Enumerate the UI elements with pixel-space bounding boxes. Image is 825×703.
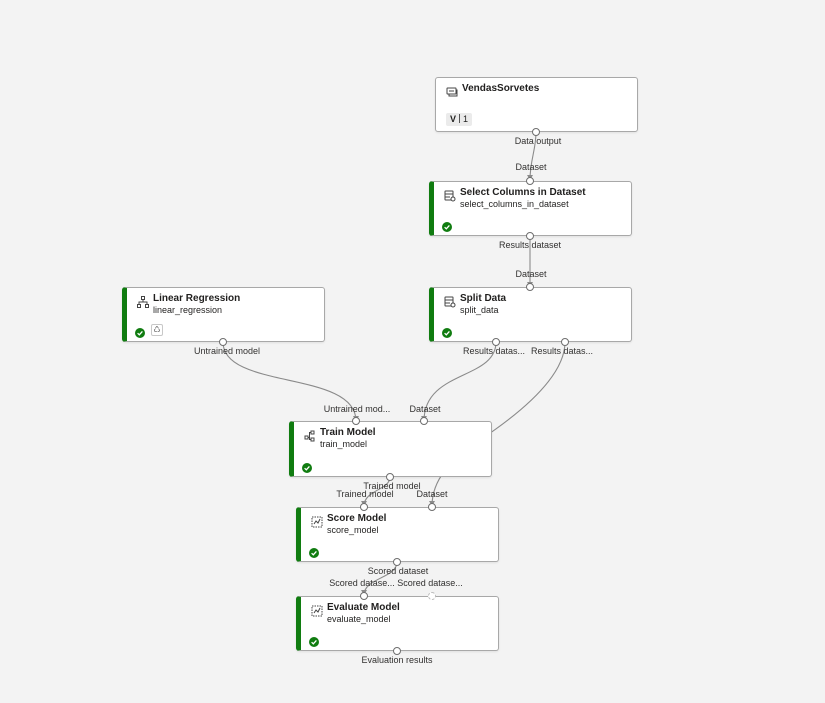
port-split-data-in[interactable] — [526, 283, 534, 291]
port-score-model-in-1[interactable] — [360, 503, 368, 511]
node-title: Select Columns in Dataset — [460, 187, 586, 198]
module-icon — [444, 295, 456, 308]
port-select-columns-out[interactable] — [526, 232, 534, 240]
port-label: Results datas... — [462, 346, 526, 356]
node-subtitle: linear_regression — [153, 305, 223, 315]
check-circle-icon — [135, 325, 145, 338]
port-label: Untrained mod... — [323, 404, 391, 414]
port-train-model-in-1[interactable] — [352, 417, 360, 425]
reuse-icon: ♺ — [151, 324, 163, 336]
node-title: Split Data — [460, 293, 507, 304]
check-circle-icon — [309, 545, 319, 558]
check-circle-icon — [442, 219, 452, 232]
port-label: Dataset — [515, 162, 547, 172]
port-evaluate-model-in-1[interactable] — [360, 592, 368, 600]
port-label: Results dataset — [498, 240, 562, 250]
node-subtitle: select_columns_in_dataset — [460, 199, 569, 209]
module-node-evaluate-model[interactable]: Evaluate Model evaluate_model — [296, 596, 499, 651]
port-label: Evaluation results — [361, 655, 433, 665]
node-subtitle: evaluate_model — [327, 614, 391, 624]
check-circle-icon — [442, 325, 452, 338]
node-subtitle: split_data — [460, 305, 499, 315]
score-icon — [311, 604, 323, 617]
port-select-columns-in[interactable] — [526, 177, 534, 185]
port-label: Dataset — [416, 489, 448, 499]
module-icon — [444, 189, 456, 202]
port-evaluate-model-out[interactable] — [393, 647, 401, 655]
port-linear-regression-out[interactable] — [219, 338, 227, 346]
port-score-model-in-2[interactable] — [428, 503, 436, 511]
node-subtitle: train_model — [320, 439, 368, 449]
port-label: Dataset — [409, 404, 441, 414]
node-title: Linear Regression — [153, 293, 241, 304]
check-circle-icon — [302, 460, 312, 473]
port-data-output[interactable] — [532, 128, 540, 136]
port-score-model-out[interactable] — [393, 558, 401, 566]
port-label: Results datas... — [530, 346, 594, 356]
port-train-model-out[interactable] — [386, 473, 394, 481]
port-label: Trained model — [336, 489, 394, 499]
tree-icon — [137, 295, 149, 308]
module-node-train-model[interactable]: Train Model train_model — [289, 421, 492, 477]
port-evaluate-model-in-2[interactable] — [428, 592, 436, 600]
module-node-select-columns[interactable]: Select Columns in Dataset select_columns… — [429, 181, 632, 236]
node-subtitle: score_model — [327, 525, 379, 535]
port-label: Data output — [514, 136, 562, 146]
port-label: Scored datase... — [397, 578, 463, 588]
node-title: Evaluate Model — [327, 602, 400, 613]
check-circle-icon — [309, 634, 319, 647]
port-label: Dataset — [515, 269, 547, 279]
port-train-model-in-2[interactable] — [420, 417, 428, 425]
port-label: Scored dataset — [367, 566, 429, 576]
train-icon — [304, 429, 316, 442]
dataset-icon — [446, 85, 458, 97]
module-node-linear-regression[interactable]: Linear Regression linear_regression ♺ — [122, 287, 325, 342]
port-split-data-out-1[interactable] — [492, 338, 500, 346]
port-split-data-out-2[interactable] — [561, 338, 569, 346]
module-node-score-model[interactable]: Score Model score_model — [296, 507, 499, 562]
port-label: Untrained model — [193, 346, 261, 356]
score-icon — [311, 515, 323, 528]
port-label: Scored datase... — [329, 578, 395, 588]
port-label: Trained model — [363, 481, 421, 491]
node-title: VendasSorvetes — [462, 83, 540, 94]
module-node-split-data[interactable]: Split Data split_data — [429, 287, 632, 342]
node-title: Train Model — [320, 427, 376, 438]
node-title: Score Model — [327, 513, 387, 524]
